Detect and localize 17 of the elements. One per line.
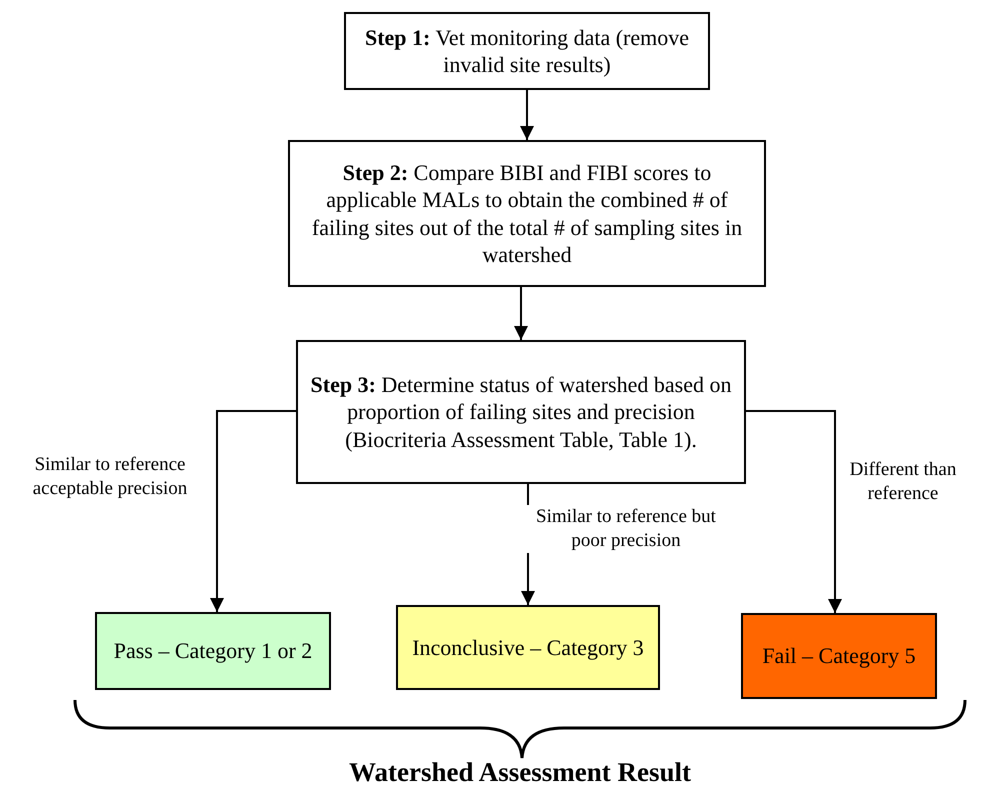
arrow <box>514 287 528 340</box>
process-box <box>741 613 937 699</box>
box-text: Fail – Category 5 <box>762 642 916 670</box>
process-box <box>396 605 660 690</box>
process-box <box>288 140 766 287</box>
process-box <box>296 340 746 484</box>
process-box <box>95 612 331 690</box>
arrow <box>520 90 534 140</box>
box-text: Inconclusive – Category 3 <box>412 634 644 662</box>
box-text: Pass – Category 1 or 2 <box>114 637 312 665</box>
brace-label: Watershed Assessment Result <box>348 757 692 788</box>
box-text: Step 2: Compare BIBI and FIBI scores to applicable MALs to obtain the combined # of failing sites out of the total # of sampling sites in watershed <box>310 158 744 268</box>
box-text: Step 1: Vet monitoring data (remove invalid site results) <box>364 24 690 78</box>
box-text: Step 3: Determine status of watershed based on proportion of failing sites and precision (Biocriteria Assessment Table, Table 1). <box>310 370 732 454</box>
arrow <box>210 410 296 612</box>
arrow <box>746 410 842 613</box>
process-box <box>344 12 710 90</box>
